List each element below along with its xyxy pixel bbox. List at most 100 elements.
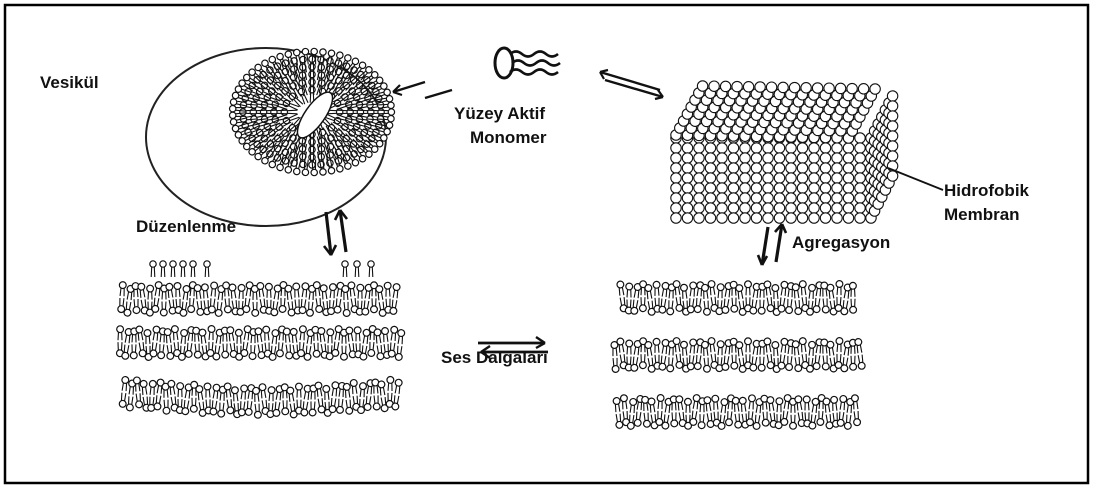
- membrane-sphere: [694, 173, 704, 183]
- membrane-sphere: [763, 163, 773, 173]
- membrane-sphere: [820, 163, 830, 173]
- membrane-sphere: [786, 193, 796, 203]
- membrane-sphere: [728, 163, 738, 173]
- membrane-sphere: [728, 173, 738, 183]
- membrane-sphere: [820, 173, 830, 183]
- membrane-sphere: [887, 131, 897, 141]
- membrane-sphere: [720, 81, 730, 91]
- membrane-sphere: [717, 193, 727, 203]
- membrane-sphere: [717, 143, 727, 153]
- membrane-sphere: [732, 81, 742, 91]
- membrane-sphere: [774, 203, 784, 213]
- membrane-sphere: [740, 153, 750, 163]
- membrane-sphere: [797, 153, 807, 163]
- membrane-sphere: [682, 163, 692, 173]
- membrane-sphere: [751, 213, 761, 223]
- membrane-sphere: [709, 81, 719, 91]
- membrane-sphere: [887, 111, 897, 121]
- membrane-sphere: [671, 213, 681, 223]
- membrane-sphere: [832, 183, 842, 193]
- membrane-sphere: [751, 143, 761, 153]
- membrane-sphere: [809, 193, 819, 203]
- membrane-sphere: [797, 143, 807, 153]
- membrane-sphere: [887, 91, 897, 101]
- membrane-sphere: [717, 153, 727, 163]
- membrane-sphere: [832, 153, 842, 163]
- membrane-sphere: [774, 153, 784, 163]
- membrane-sphere: [797, 203, 807, 213]
- membrane-sphere: [887, 151, 897, 161]
- membrane-sphere: [751, 203, 761, 213]
- membrane-sphere: [682, 203, 692, 213]
- membrane-sphere: [717, 163, 727, 173]
- membrane-sphere: [855, 193, 865, 203]
- membrane-sphere: [774, 173, 784, 183]
- membrane-sphere: [766, 82, 776, 92]
- membrane-sphere: [797, 193, 807, 203]
- membrane-sphere: [694, 193, 704, 203]
- membrane-sphere: [887, 121, 897, 131]
- membrane-sphere: [774, 183, 784, 193]
- membrane-sphere: [705, 153, 715, 163]
- membrane-sphere: [751, 193, 761, 203]
- membrane-sphere: [870, 84, 880, 94]
- label-ordering: Düzenlenme: [136, 216, 236, 238]
- membrane-sphere: [705, 193, 715, 203]
- membrane-sphere: [728, 153, 738, 163]
- membrane-sphere: [855, 143, 865, 153]
- membrane-sphere: [820, 183, 830, 193]
- membrane-sphere: [778, 82, 788, 92]
- membrane-sphere: [740, 183, 750, 193]
- membrane-sphere: [740, 193, 750, 203]
- membrane-sphere: [887, 101, 897, 111]
- membrane-sphere: [671, 143, 681, 153]
- membrane-sphere: [843, 143, 853, 153]
- membrane-sphere: [728, 203, 738, 213]
- membrane-sphere: [728, 183, 738, 193]
- membrane-sphere: [717, 173, 727, 183]
- membrane-sphere: [682, 173, 692, 183]
- membrane-sphere: [705, 163, 715, 173]
- label-aggregation: Agregasyon: [792, 232, 890, 254]
- membrane-sphere: [774, 143, 784, 153]
- membrane-sphere: [832, 213, 842, 223]
- membrane-sphere: [812, 83, 822, 93]
- membrane-sphere: [740, 163, 750, 173]
- membrane-sphere: [820, 143, 830, 153]
- membrane-sphere: [671, 163, 681, 173]
- membrane-sphere: [809, 183, 819, 193]
- membrane-sphere: [832, 203, 842, 213]
- membrane-sphere: [809, 143, 819, 153]
- membrane-sphere: [763, 213, 773, 223]
- membrane-sphere: [855, 153, 865, 163]
- membrane-sphere: [697, 81, 707, 91]
- membrane-sphere: [855, 163, 865, 173]
- membrane-sphere: [786, 143, 796, 153]
- membrane-sphere: [694, 183, 704, 193]
- membrane-sphere: [751, 173, 761, 183]
- membrane-sphere: [705, 203, 715, 213]
- membrane-sphere: [694, 153, 704, 163]
- membrane-sphere: [671, 183, 681, 193]
- label-vesicle: Vesikül: [40, 72, 99, 94]
- membrane-sphere: [843, 153, 853, 163]
- membrane-sphere: [728, 143, 738, 153]
- membrane-sphere: [740, 203, 750, 213]
- membrane-sphere: [786, 213, 796, 223]
- membrane-sphere: [855, 183, 865, 193]
- membrane-sphere: [797, 183, 807, 193]
- membrane-sphere: [671, 153, 681, 163]
- membrane-sphere: [671, 203, 681, 213]
- membrane-sphere: [832, 143, 842, 153]
- membrane-sphere: [820, 203, 830, 213]
- membrane-sphere: [763, 173, 773, 183]
- membrane-sphere: [740, 213, 750, 223]
- membrane-sphere: [858, 84, 868, 94]
- membrane-sphere: [694, 213, 704, 223]
- membrane-sphere: [682, 193, 692, 203]
- membrane-sphere: [824, 83, 834, 93]
- membrane-sphere: [751, 183, 761, 193]
- membrane-sphere: [774, 163, 784, 173]
